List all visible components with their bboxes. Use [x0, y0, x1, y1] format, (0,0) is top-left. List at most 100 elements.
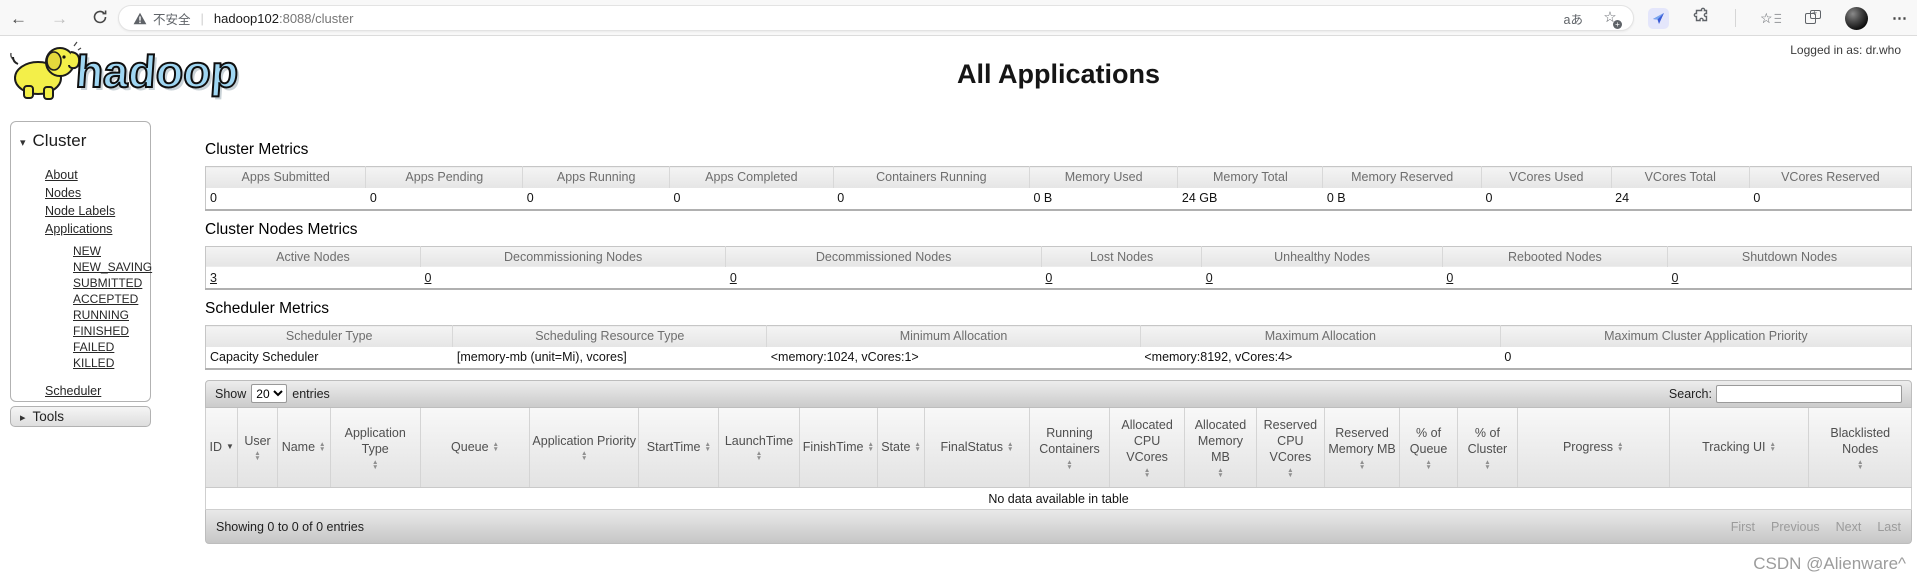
sidebar-item-state-accepted[interactable]: ACCEPTED — [73, 292, 139, 306]
col-scheduler-type: Scheduler Type — [205, 325, 453, 347]
sort-both-icon — [319, 442, 325, 452]
sidebar-item-state-submitted[interactable]: SUBMITTED — [73, 276, 143, 290]
sidebar-cluster-panel: Cluster About Nodes Node Labels Applicat… — [10, 121, 153, 402]
pagination-last-button[interactable]: Last — [1877, 519, 1901, 534]
apps-col-state[interactable]: State — [877, 407, 925, 488]
favorite-star-icon[interactable]: ☆+ — [1601, 9, 1622, 29]
apps-col-starttime[interactable]: StartTime — [638, 407, 719, 488]
lost-nodes-link[interactable]: 0 — [1045, 270, 1053, 285]
apps-col-allocated-cpu-vcores[interactable]: Allocated CPU VCores — [1109, 407, 1185, 488]
cluster-nodes-metrics-heading: Cluster Nodes Metrics — [205, 220, 358, 238]
hadoop-logo[interactable]: hadoop — [8, 39, 268, 103]
translate-icon[interactable]: aあ — [1563, 12, 1583, 27]
sort-both-icon — [1144, 468, 1150, 478]
active-nodes-link[interactable]: 3 — [210, 270, 217, 285]
sidebar-item-state-new[interactable]: NEW — [73, 244, 101, 258]
warning-icon — [133, 12, 147, 24]
col-memory-total: Memory Total — [1177, 166, 1323, 188]
apps-col-application-type[interactable]: Application Type — [329, 407, 421, 488]
decommissioning-nodes-link[interactable]: 0 — [424, 270, 432, 285]
sidebar-item-state-finished[interactable]: FINISHED — [73, 324, 130, 338]
collapse-arrow-icon — [20, 131, 26, 151]
apps-col-application-priority[interactable]: Application Priority — [529, 407, 639, 488]
browser-menu-icon[interactable]: ⋯ — [1891, 10, 1908, 27]
empty-table-message: No data available in table — [205, 487, 1912, 510]
apps-col-running-containers[interactable]: Running Containers — [1028, 407, 1110, 488]
apps-col-reserved-cpu-vcores[interactable]: Reserved CPU VCores — [1255, 407, 1325, 488]
sort-both-icon — [1359, 460, 1365, 470]
sort-both-icon — [1857, 460, 1863, 470]
shutdown-nodes-link[interactable]: 0 — [1671, 270, 1679, 285]
pagination: First Previous Next Last — [1731, 520, 1901, 534]
apps-col-launchtime[interactable]: LaunchTime — [718, 407, 800, 488]
sort-both-icon — [1217, 468, 1223, 478]
profile-avatar[interactable] — [1844, 6, 1868, 30]
pagination-first-button[interactable]: First — [1730, 519, 1756, 534]
apps-col-id[interactable]: ID — [205, 407, 238, 488]
apps-col-pct-of-queue[interactable]: % of Queue — [1399, 407, 1458, 488]
url-host: hadoop102 — [213, 10, 279, 26]
sort-both-icon — [1066, 460, 1072, 470]
apps-col-blacklisted-nodes[interactable]: Blacklisted Nodes — [1808, 407, 1912, 488]
decommissioned-nodes-link[interactable]: 0 — [729, 270, 737, 285]
apps-col-name[interactable]: Name — [276, 407, 331, 488]
pagination-previous-button[interactable]: Previous — [1771, 519, 1820, 534]
col-minimum-allocation: Minimum Allocation — [766, 325, 1141, 347]
col-memory-used: Memory Used — [1028, 166, 1178, 188]
forward-icon[interactable]: → — [51, 8, 68, 28]
col-apps-completed: Apps Completed — [669, 166, 834, 188]
sidebar-item-state-new-saving[interactable]: NEW_SAVING — [73, 260, 153, 274]
sidebar-tools-header[interactable]: Tools — [10, 406, 151, 427]
val-vcores-reserved: 0 — [1749, 187, 1912, 210]
apps-col-allocated-memory-mb[interactable]: Allocated Memory MB — [1184, 407, 1257, 488]
val-containers-running: 0 — [833, 187, 1030, 210]
apps-col-user[interactable]: User — [237, 407, 278, 488]
apps-col-pct-of-cluster[interactable]: % of Cluster — [1457, 407, 1518, 488]
apps-col-tracking-ui[interactable]: Tracking UI — [1668, 407, 1809, 488]
cluster-metrics-table: Apps Submitted Apps Pending Apps Running… — [205, 166, 1912, 211]
main-content: Cluster Metrics Apps Submitted Apps Pend… — [205, 141, 1912, 574]
apps-col-reserved-memory-mb[interactable]: Reserved Memory MB — [1323, 407, 1400, 488]
sidebar-item-applications[interactable]: Applications — [45, 222, 113, 236]
sort-both-icon — [1425, 460, 1431, 470]
table-row: Capacity Scheduler [memory-mb (unit=Mi),… — [205, 346, 1912, 369]
sidebar-item-about[interactable]: About — [45, 168, 78, 182]
favorites-list-icon[interactable]: ☆─── — [1760, 9, 1781, 27]
sort-both-icon — [867, 442, 873, 452]
col-apps-running: Apps Running — [522, 166, 670, 188]
col-vcores-reserved: VCores Reserved — [1748, 166, 1912, 188]
search-input[interactable] — [1716, 384, 1902, 403]
pagination-next-button[interactable]: Next — [1835, 519, 1862, 534]
apps-col-progress[interactable]: Progress — [1516, 407, 1670, 488]
sidebar-cluster-header[interactable]: Cluster — [11, 122, 150, 151]
apps-col-finalstatus[interactable]: FinalStatus — [923, 407, 1030, 488]
sidebar-item-scheduler[interactable]: Scheduler — [45, 384, 102, 398]
sidebar-item-node-labels[interactable]: Node Labels — [45, 204, 116, 218]
extensions-puzzle-icon[interactable] — [1693, 7, 1711, 30]
yarn-page: Logged in as: dr.who hadoop All Applicat… — [0, 37, 1917, 581]
scheduler-metrics-table: Scheduler Type Scheduling Resource Type … — [205, 325, 1912, 370]
sidebar-cluster-title: Cluster — [32, 131, 87, 150]
val-memory-total: 24 GB — [1177, 187, 1323, 210]
security-chip[interactable]: 不安全 — [133, 9, 191, 28]
val-memory-reserved: 0 B — [1322, 187, 1482, 210]
tab-copy-icon[interactable]: + — [1804, 8, 1821, 26]
cluster-nodes-metrics-table: Active Nodes Decommissioning Nodes Decom… — [205, 245, 1912, 290]
page-size-select[interactable]: 20 — [251, 384, 288, 403]
apps-col-queue[interactable]: Queue — [419, 407, 530, 488]
sidebar-item-state-running[interactable]: RUNNING — [73, 308, 129, 322]
val-vcores-total: 24 — [1611, 187, 1750, 210]
extension-shortcut-icon[interactable] — [1648, 7, 1669, 29]
col-max-cluster-app-priority: Maximum Cluster Application Priority — [1499, 325, 1912, 347]
sidebar-item-state-killed[interactable]: KILLED — [73, 356, 115, 370]
sort-both-icon — [1484, 460, 1490, 470]
back-icon[interactable]: ← — [10, 8, 27, 28]
sidebar-item-nodes[interactable]: Nodes — [45, 186, 82, 200]
refresh-icon[interactable] — [92, 9, 108, 28]
rebooted-nodes-link[interactable]: 0 — [1446, 270, 1454, 285]
address-bar[interactable]: 不安全 | hadoop102 :8088/cluster aあ ☆+ — [118, 5, 1634, 31]
sidebar-item-state-failed[interactable]: FAILED — [73, 340, 115, 354]
hadoop-elephant-icon — [10, 41, 82, 100]
unhealthy-nodes-link[interactable]: 0 — [1205, 270, 1213, 285]
apps-col-finishtime[interactable]: FinishTime — [798, 407, 878, 488]
